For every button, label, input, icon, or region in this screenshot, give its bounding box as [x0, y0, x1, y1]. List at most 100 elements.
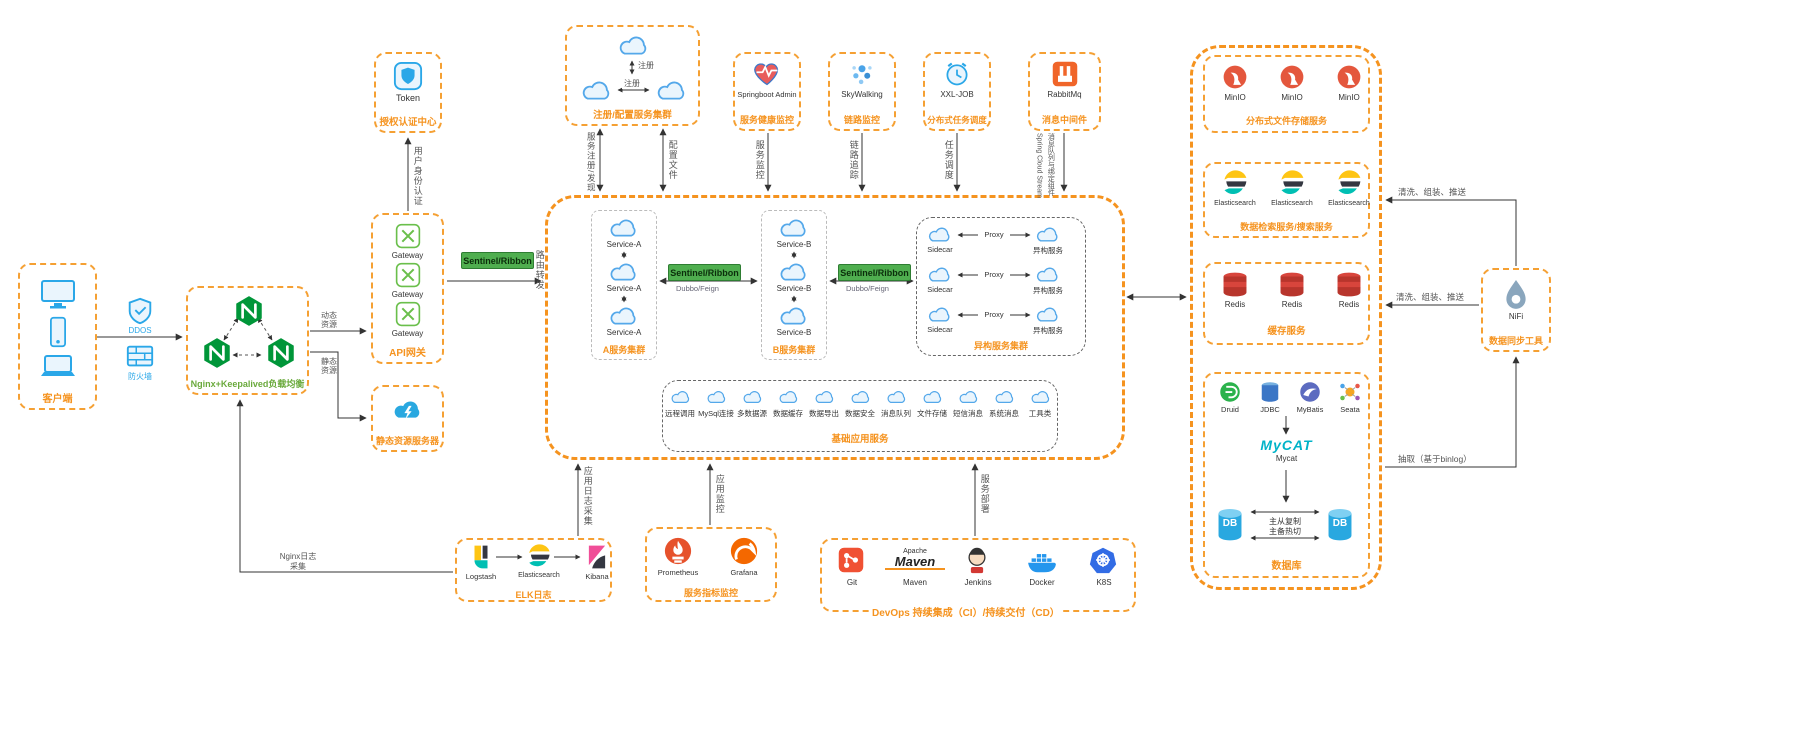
grafana-icon	[729, 536, 759, 566]
proxy-label: Proxy	[978, 230, 1010, 239]
base-services-panel	[662, 380, 1058, 452]
registry-cloud-icon	[579, 77, 615, 104]
extract-flow-label: 抽取（基于binlog）	[1398, 454, 1472, 464]
static-server-label: 静态资源服务器	[375, 436, 439, 446]
service-a-cloud-icon	[607, 303, 641, 329]
nginx-log-flow-label: Nginx日志采集	[279, 552, 317, 571]
minio-icon	[1221, 63, 1249, 91]
proxy-label: Proxy	[978, 310, 1010, 319]
prometheus-icon	[663, 536, 693, 566]
druid-icon	[1218, 380, 1242, 404]
prometheus-label: Prometheus	[657, 568, 699, 577]
service-a-cloud-icon	[607, 259, 641, 285]
service-cluster-container	[545, 195, 1125, 460]
stream-flow-label-1: Spring Cloud Stream	[1035, 133, 1043, 198]
health-monitor-label: 服务健康监控	[739, 115, 794, 125]
hetero-service-cloud-icon	[1034, 304, 1062, 325]
elk-panel-label: ELK日志	[515, 590, 552, 600]
springboot-admin-icon	[751, 60, 783, 88]
springboot-admin-panel: Springboot Admin 服务健康监控	[733, 52, 801, 131]
db-cylinder: DB	[1325, 506, 1355, 542]
sidecar-label: Sidecar	[927, 285, 953, 294]
service-b-cloud-icon	[777, 215, 811, 241]
cluster-a-panel	[591, 210, 657, 360]
proxy-label: Proxy	[978, 270, 1010, 279]
gateway-item-label: Gateway	[391, 329, 424, 338]
nifi-label: 数据同步工具	[1488, 336, 1543, 346]
maven-label: Maven	[902, 578, 927, 587]
sentinel-ribbon-badge: Sentinel/Ribbon	[668, 264, 741, 281]
hetero-service-label: 异构服务	[1033, 326, 1063, 335]
elasticsearch-icon	[526, 544, 552, 570]
mobile-icon	[47, 316, 69, 348]
service-a-label: Service-A	[606, 240, 642, 249]
ddos-label: DDOS	[128, 326, 152, 335]
sidecar-cloud-icon	[926, 304, 954, 325]
rabbitmq-icon	[1051, 60, 1079, 88]
git-icon	[837, 546, 865, 574]
database-panel	[1203, 372, 1370, 578]
register-flow-label: 注册	[636, 60, 656, 71]
service-b-cloud-icon	[777, 303, 811, 329]
base-service-cloud-icon	[741, 388, 765, 406]
hetero-cluster-panel	[916, 217, 1086, 356]
elasticsearch-icon	[1335, 170, 1363, 198]
elk-panel	[455, 538, 612, 602]
jenkins-label: Jenkins	[964, 578, 992, 587]
redis-panel-label: 缓存服务	[1267, 326, 1306, 337]
logstash-label: Logstash	[465, 572, 497, 581]
kibana-icon	[584, 544, 610, 570]
job-scheduler-label: 分布式任务调度	[927, 115, 987, 125]
base-service-label: 文件存储	[917, 409, 947, 418]
kibana-label: Kibana	[585, 572, 609, 581]
app-log-flow-label: 应用日志采集	[582, 466, 593, 526]
minio-label: MinIO	[1338, 93, 1360, 102]
k8s-icon	[1089, 546, 1117, 574]
registry-config-label: 注册/配置服务集群	[593, 110, 672, 121]
firewall-icon	[125, 341, 155, 371]
rabbitmq-panel: RabbitMq 消息中间件	[1028, 52, 1101, 131]
hetero-service-cloud-icon	[1034, 264, 1062, 285]
db-text: DB	[1222, 518, 1238, 529]
base-service-cloud-icon	[921, 388, 945, 406]
base-service-cloud-icon	[669, 388, 693, 406]
db-text: DB	[1332, 518, 1348, 529]
elasticsearch-label: Elasticsearch	[1271, 200, 1313, 207]
static-cloud-icon	[390, 396, 426, 423]
base-service-label: 短信消息	[953, 409, 983, 418]
nginx-icon	[200, 336, 234, 370]
redis-icon	[1220, 271, 1250, 298]
client-label: 客户端	[42, 394, 73, 405]
base-service-label: 远程调用	[665, 409, 695, 418]
registry-cloud-icon	[616, 32, 652, 59]
dubbo-feign-label: Dubbo/Feign	[846, 284, 889, 293]
nifi-panel: NiFi 数据同步工具	[1481, 268, 1551, 352]
redis-label: Redis	[1281, 300, 1303, 309]
deploy-flow-label: 服务部署	[979, 474, 990, 514]
skywalking-name: SkyWalking	[841, 90, 883, 99]
nginx-label: Nginx+Keepalived负载均衡	[190, 379, 305, 389]
docker-label: Docker	[1029, 578, 1055, 587]
token-icon	[393, 61, 423, 91]
registry-cloud-icon	[654, 77, 690, 104]
nifi-icon	[1502, 278, 1530, 310]
maven-logo: Apache Maven	[885, 548, 945, 570]
rabbitmq-name: RabbitMq	[1047, 90, 1082, 99]
k8s-label: K8S	[1096, 578, 1112, 587]
static-server-panel: 静态资源服务器	[371, 385, 444, 452]
app-monitor-flow-label: 应用监控	[714, 474, 725, 514]
clean-flow-label: 清洗、组装、推送	[1398, 187, 1467, 197]
xxl-job-name: XXL-JOB	[940, 90, 974, 99]
base-service-label: 多数据源	[737, 409, 767, 418]
minio-panel	[1203, 55, 1370, 133]
hetero-service-label: 异构服务	[1033, 286, 1063, 295]
springboot-admin-name: Springboot Admin	[737, 90, 797, 99]
service-a-cloud-icon	[607, 215, 641, 241]
mycat-label: Mycat	[1275, 454, 1298, 463]
cluster-a-label: A服务集群	[602, 345, 646, 355]
cluster-b-label: B服务集群	[772, 345, 816, 355]
stream-flow-label-2: 消息队列与绑定组件	[1047, 133, 1055, 196]
redis-icon	[1334, 271, 1364, 298]
route-flow-label: 路由转发	[534, 250, 545, 290]
